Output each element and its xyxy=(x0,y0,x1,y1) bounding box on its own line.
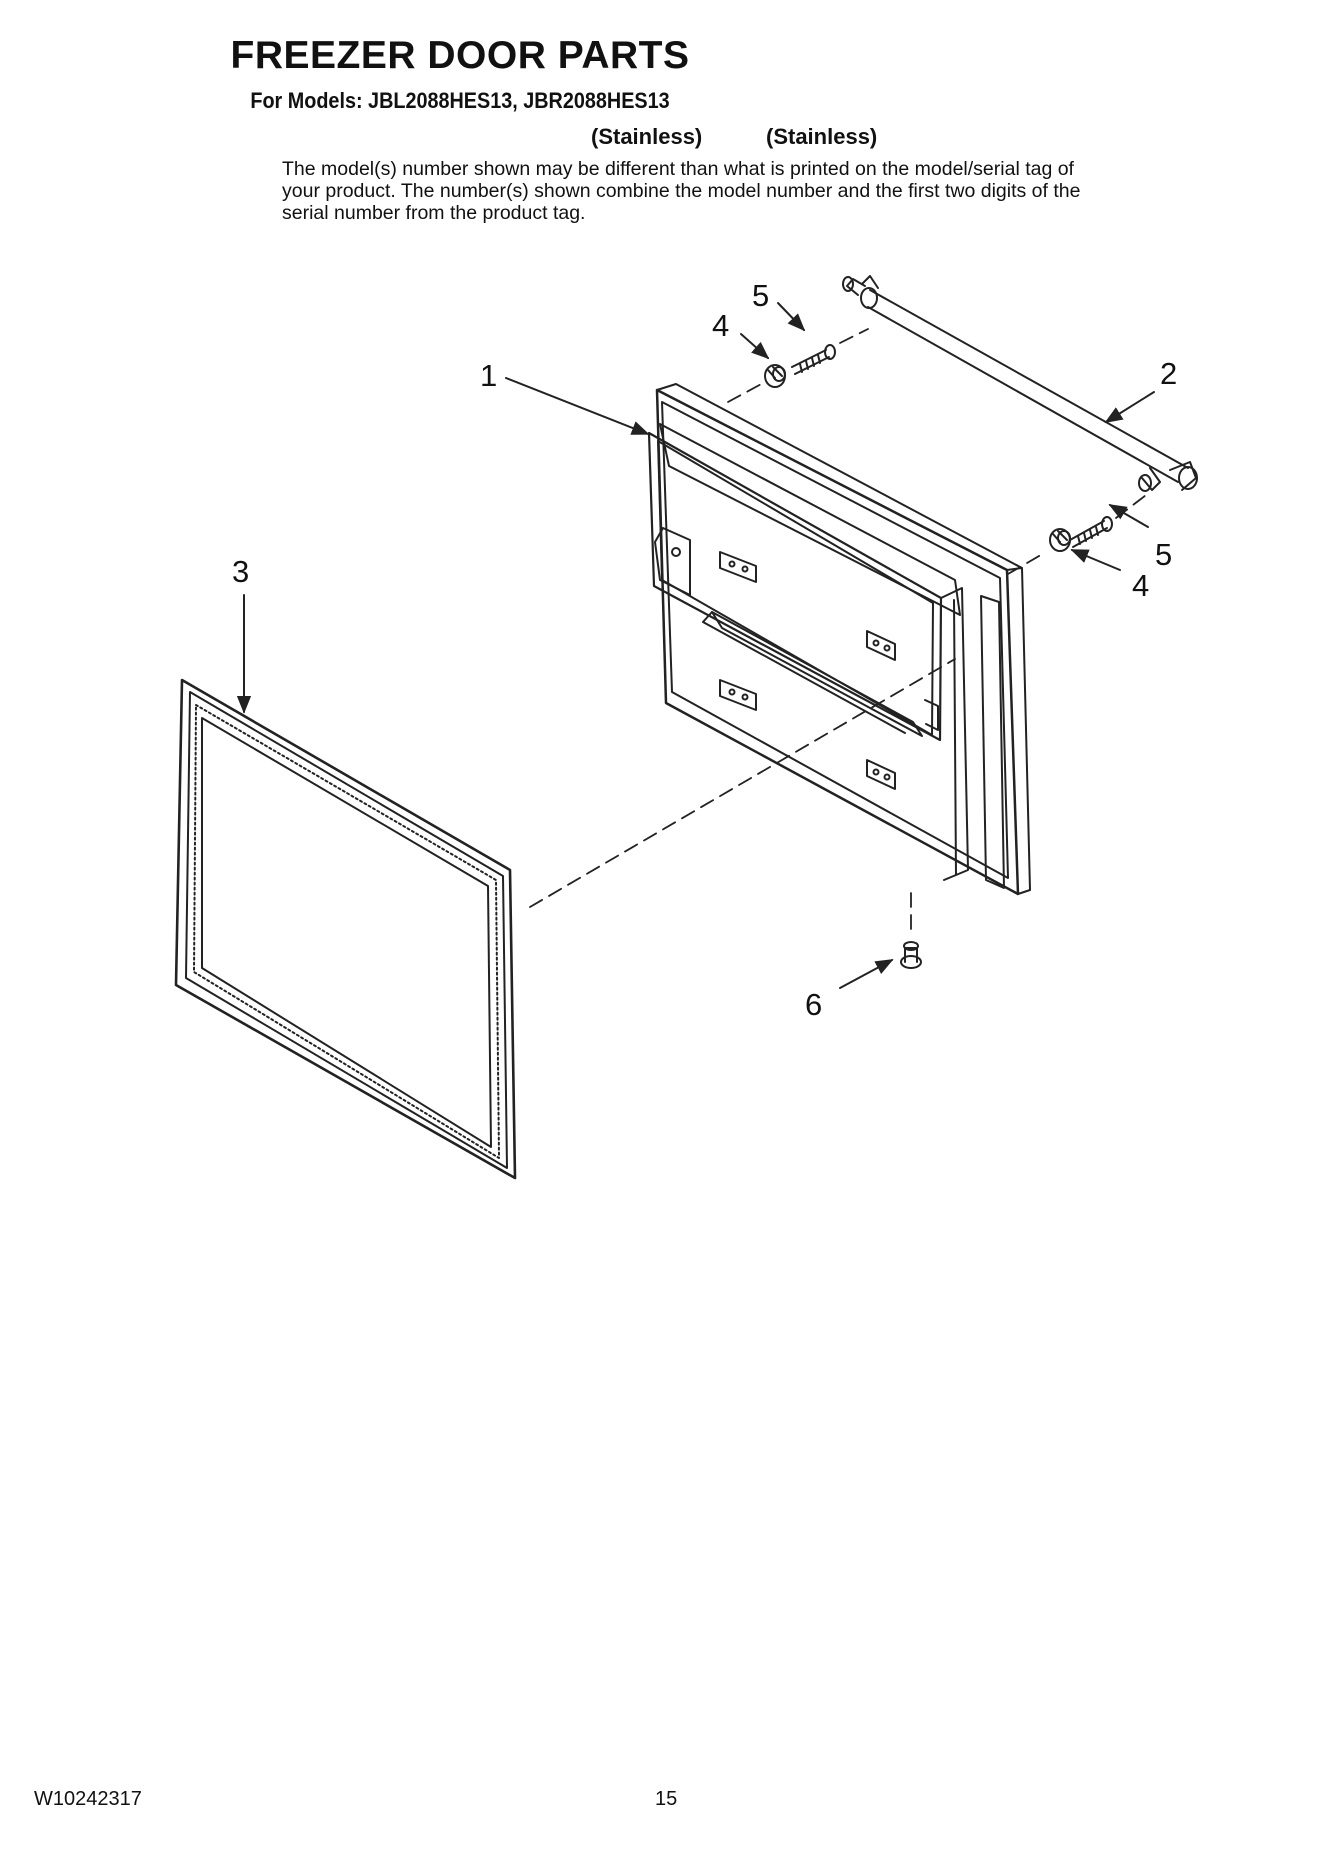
callout-4: 4 xyxy=(712,308,729,343)
model-disclaimer: The model(s) number shown may be differe… xyxy=(282,158,1081,224)
page-number: 15 xyxy=(655,1788,678,1810)
door-gasket-part xyxy=(174,678,517,1180)
alignment-lines xyxy=(529,328,1151,936)
callout-5: 5 xyxy=(752,278,769,313)
callout-2: 2 xyxy=(1160,356,1177,391)
callout-6: 6 xyxy=(805,987,822,1022)
document-number: W10242317 xyxy=(34,1788,142,1810)
model-variant-label: (Stainless) xyxy=(766,124,878,149)
callout-5: 5 xyxy=(1155,537,1172,572)
handle-spacer-part xyxy=(764,364,786,388)
door-handle-part xyxy=(842,275,1198,492)
handle-screw-part xyxy=(1069,516,1113,548)
handle-spacer-part xyxy=(1049,528,1071,552)
callout-1: 1 xyxy=(480,358,497,393)
freezer-door-part xyxy=(647,383,1031,896)
model-variant-label: (Stainless) xyxy=(591,124,703,149)
leader-lines xyxy=(236,302,1155,989)
handle-screw-part xyxy=(791,344,836,375)
door-bumper-part xyxy=(900,941,922,969)
model-list: For Models: JBL2088HES13, JBR2088HES13 xyxy=(250,88,670,113)
callout-3: 3 xyxy=(232,554,249,589)
page-title: FREEZER DOOR PARTS xyxy=(230,34,690,77)
callout-4: 4 xyxy=(1132,568,1149,603)
